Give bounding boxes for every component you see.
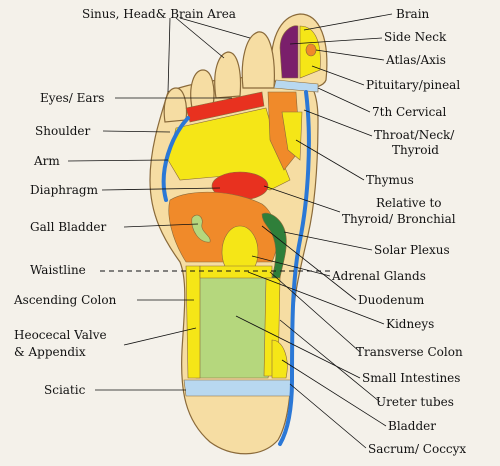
label-duodenum: Duodenum — [358, 293, 425, 307]
second-toe — [241, 31, 275, 89]
label-arm: Arm — [33, 154, 60, 168]
label-ascending-colon: Ascending Colon — [13, 293, 117, 307]
label-adrenal: Adrenal Glands — [331, 269, 426, 283]
thymus-zone — [281, 111, 303, 161]
bladder-zone — [271, 339, 288, 379]
label-ileocecal-1: Heocecal Valve — [14, 328, 107, 342]
label-throat-1: Throat/Neck/ — [374, 128, 455, 142]
label-bladder: Bladder — [388, 419, 436, 433]
neck-band — [273, 79, 319, 93]
label-ureter: Ureter tubes — [376, 395, 454, 409]
label-small-intestines: Small Intestines — [362, 371, 460, 385]
label-7th-cervical: 7th Cervical — [372, 105, 447, 119]
label-eyes-ears: Eyes/ Ears — [40, 91, 104, 105]
right-leaders — [235, 13, 393, 449]
label-waistline: Waistline — [30, 263, 86, 277]
label-diaphragm: Diaphragm — [30, 183, 99, 197]
label-sciatic: Sciatic — [44, 383, 86, 397]
label-solar-plexus: Solar Plexus — [374, 243, 450, 257]
label-brain: Brain — [396, 7, 430, 21]
label-atlas-axis: Atlas/Axis — [385, 53, 446, 67]
sciatic-band — [183, 379, 293, 397]
little-toe — [163, 87, 188, 123]
fourth-toe — [190, 69, 215, 109]
label-thymus: Thymus — [366, 173, 414, 187]
label-sacrum: Sacrum/ Coccyx — [368, 442, 466, 456]
label-shoulder: Shoulder — [35, 124, 91, 138]
label-ileocecal-2: & Appendix — [14, 345, 86, 359]
label-gall-bladder: Gall Bladder — [30, 220, 107, 234]
spine-line — [278, 90, 311, 446]
third-toe — [214, 51, 242, 99]
left-leaders — [67, 17, 251, 391]
shoulder-line — [161, 116, 190, 202]
gall-bladder-zone — [191, 214, 211, 243]
intestine-zone — [187, 269, 274, 379]
transverse-colon — [199, 265, 273, 279]
ascending-colon — [185, 265, 201, 379]
brain-zone — [279, 25, 299, 79]
label-relative-1: Relative to — [376, 196, 442, 210]
label-pituitary: Pituitary/pineal — [366, 78, 460, 92]
label-kidneys: Kidneys — [386, 317, 434, 331]
label-transverse-colon: Transverse Colon — [356, 345, 463, 359]
label-side-neck: Side Neck — [384, 30, 447, 44]
pituitary-dot — [305, 43, 317, 57]
label-throat-2: Thyroid — [392, 143, 439, 157]
label-sinus: Sinus, Head& Brain Area — [82, 7, 236, 21]
label-relative-2: Thyroid/ Bronchial — [342, 212, 456, 226]
